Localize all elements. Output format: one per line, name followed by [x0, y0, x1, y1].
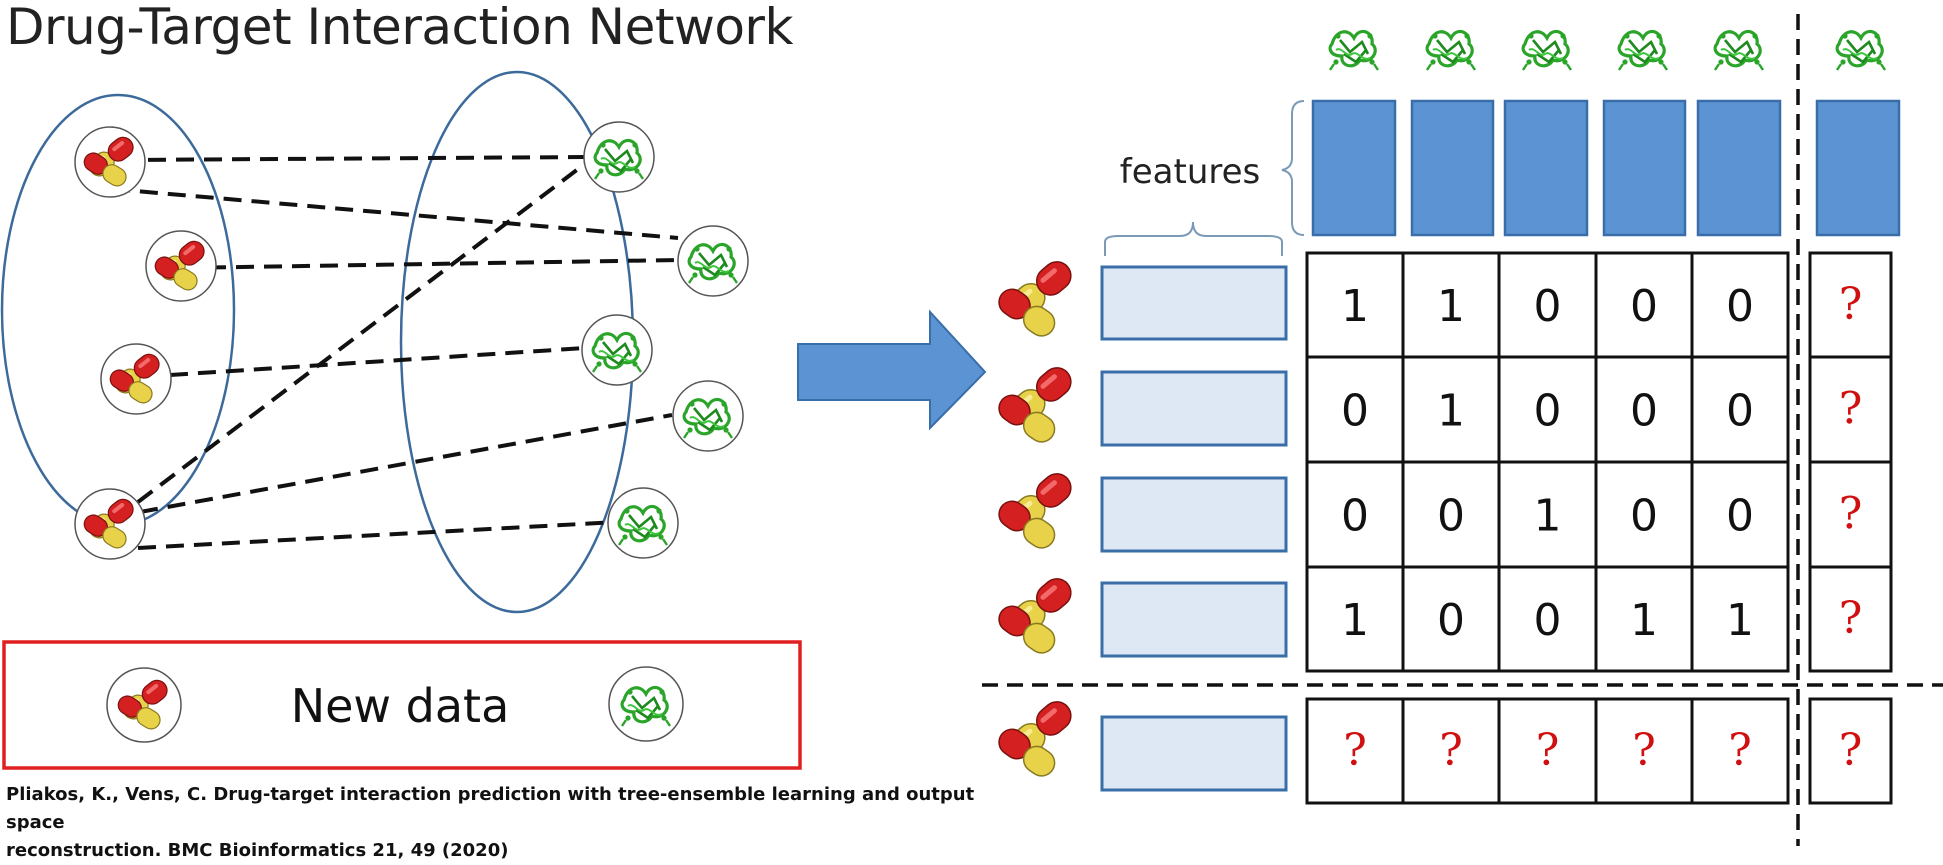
pill-capsule-icon [993, 695, 1078, 782]
drug-feature-bar [1100, 370, 1288, 447]
matrix-cell: 1 [1437, 281, 1465, 332]
protein-structure-icon [1835, 29, 1887, 72]
drug-node [100, 343, 172, 415]
edge [111, 187, 679, 240]
unknown-cell: ? [1839, 279, 1863, 330]
new-data-label: New data [291, 679, 510, 733]
unknown-cell: ? [1343, 725, 1367, 776]
protein-structure-icon [1425, 29, 1477, 72]
unknown-cell: ? [1439, 725, 1463, 776]
unknown-cell: ? [1839, 593, 1863, 644]
citation-line-1: Pliakos, K., Vens, C. Drug-target intera… [6, 784, 975, 833]
unknown-cell: ? [1839, 489, 1863, 540]
drug-feature-bar [1100, 476, 1288, 553]
target-node [583, 121, 655, 193]
new-drug-row [1305, 697, 1790, 805]
edge [137, 520, 619, 550]
new-target-node [608, 666, 684, 742]
edge [136, 158, 592, 504]
matrix-cell: 1 [1437, 386, 1465, 437]
unknown-cell: ? [1839, 384, 1863, 435]
matrix-cell: 0 [1534, 595, 1562, 646]
protein-structure-icon [1713, 29, 1765, 72]
matrix-cell: 0 [1726, 281, 1754, 332]
pill-capsule-icon [993, 255, 1078, 342]
new-drug-node [106, 667, 182, 743]
drug-feature-bar [1100, 581, 1288, 658]
drug-node [74, 126, 146, 198]
dti-diagram: New data features 1 1 0 0 0 0 1 0 0 0 0 0 1 0 [0, 14, 1943, 846]
matrix-cell: 0 [1534, 386, 1562, 437]
matrix-cell: 1 [1726, 595, 1754, 646]
target-feature-bar [1311, 99, 1397, 237]
interaction-edges [111, 155, 679, 550]
unknown-cell: ? [1728, 725, 1752, 776]
target-node [581, 314, 653, 386]
citation: Pliakos, K., Vens, C. Drug-target intera… [6, 781, 1006, 865]
target-node [677, 225, 749, 297]
matrix-cell: 0 [1341, 491, 1369, 542]
drug-features-brace [1104, 221, 1283, 256]
new-pair-cell [1808, 697, 1893, 805]
edge [119, 155, 591, 162]
matrix-cell: 0 [1630, 386, 1658, 437]
target-node [607, 487, 679, 559]
matrix-cell: 0 [1630, 281, 1658, 332]
interaction-matrix: 1 1 0 0 0 0 1 0 0 0 0 0 1 0 0 1 0 0 1 1?????????? [1305, 251, 1893, 805]
unknown-cell: ? [1632, 725, 1656, 776]
transform-arrow [797, 309, 987, 431]
target-feature-bar [1410, 99, 1495, 237]
pill-capsule-icon [993, 361, 1078, 448]
drug-feature-bar [1100, 715, 1288, 792]
matrix-cell: 0 [1437, 595, 1465, 646]
unknown-cell: ? [1536, 725, 1560, 776]
unknown-cell: ? [1839, 725, 1863, 776]
pill-capsule-icon [993, 572, 1078, 659]
pill-capsule-icon [993, 467, 1078, 554]
matrix-cell: 0 [1726, 491, 1754, 542]
diagram-title: Drug-Target Interaction Network [6, 0, 793, 56]
matrix-cell: 0 [1341, 386, 1369, 437]
matrix-cell: 0 [1630, 491, 1658, 542]
features-label: features [1120, 152, 1260, 192]
drug-node [74, 488, 146, 560]
drug-rows [993, 255, 1288, 792]
edge [169, 346, 586, 377]
matrix-cell: 1 [1534, 491, 1562, 542]
matrix-cell: 1 [1630, 595, 1658, 646]
target-header-icons [1328, 29, 1887, 72]
edge [139, 413, 673, 514]
matrix-cell: 1 [1341, 595, 1369, 646]
target-features-brace [1281, 100, 1305, 236]
protein-structure-icon [1521, 29, 1573, 72]
drug-node [145, 230, 217, 302]
edge [179, 258, 679, 270]
target-node [672, 380, 744, 452]
protein-structure-icon [1328, 29, 1380, 72]
matrix-cell: 0 [1726, 386, 1754, 437]
target-feature-bar [1602, 99, 1687, 237]
drug-feature-bar [1100, 265, 1288, 341]
target-features [1311, 99, 1901, 237]
matrix-cell: 0 [1437, 491, 1465, 542]
matrix-cell: 1 [1341, 281, 1369, 332]
target-feature-bar [1503, 99, 1589, 237]
matrix-cell: 0 [1534, 281, 1562, 332]
protein-structure-icon [1617, 29, 1669, 72]
citation-line-2: reconstruction. BMC Bioinformatics 21, 4… [6, 840, 509, 861]
target-feature-bar [1696, 99, 1782, 237]
target-feature-bar [1815, 99, 1901, 237]
